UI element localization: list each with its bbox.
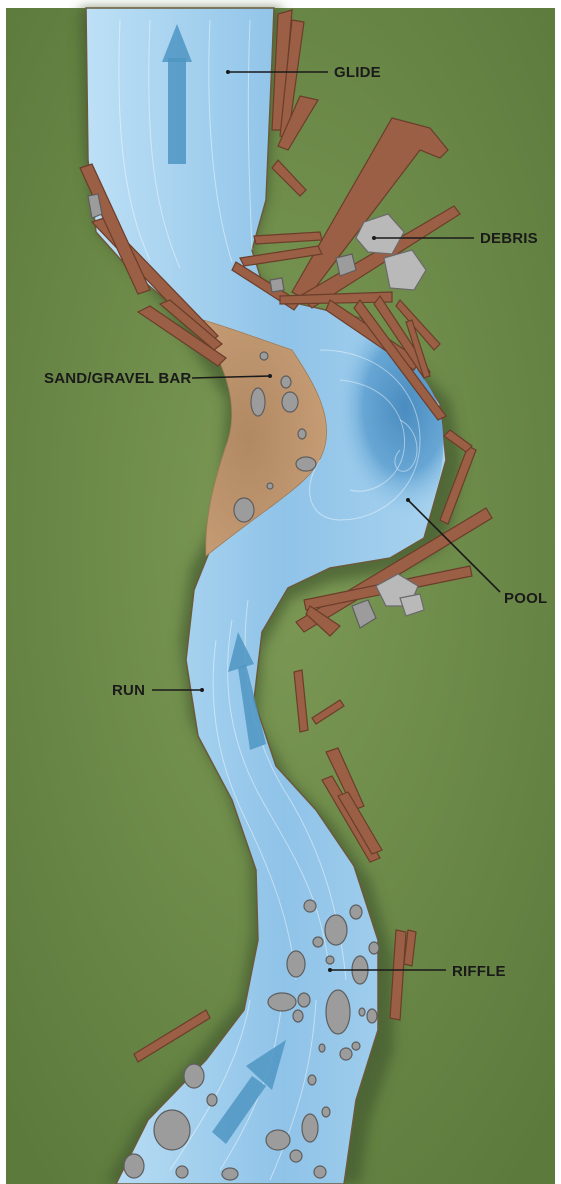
label-riffle-text: RIFFLE <box>452 963 506 980</box>
label-glide-text: GLIDE <box>334 64 381 81</box>
label-riffle: RIFFLE <box>328 963 506 980</box>
woody-debris <box>79 9 493 1063</box>
flow-arrow-bottom <box>212 1040 286 1144</box>
label-sand-gravel-bar: SAND/GRAVEL BAR <box>44 370 272 387</box>
label-debris-text: DEBRIS <box>480 230 538 247</box>
water-contours <box>118 19 421 1181</box>
label-sand-gravel-bar-text: SAND/GRAVEL BAR <box>44 370 191 387</box>
label-glide: GLIDE <box>226 64 381 81</box>
label-pool: POOL <box>406 498 547 607</box>
label-debris: DEBRIS <box>372 230 538 247</box>
flow-arrow-top <box>162 24 192 164</box>
rocks <box>87 193 427 1181</box>
label-run-text: RUN <box>112 682 145 699</box>
label-pool-text: POOL <box>504 590 547 607</box>
label-run: RUN <box>112 682 204 699</box>
flow-arrow-middle <box>228 632 266 750</box>
